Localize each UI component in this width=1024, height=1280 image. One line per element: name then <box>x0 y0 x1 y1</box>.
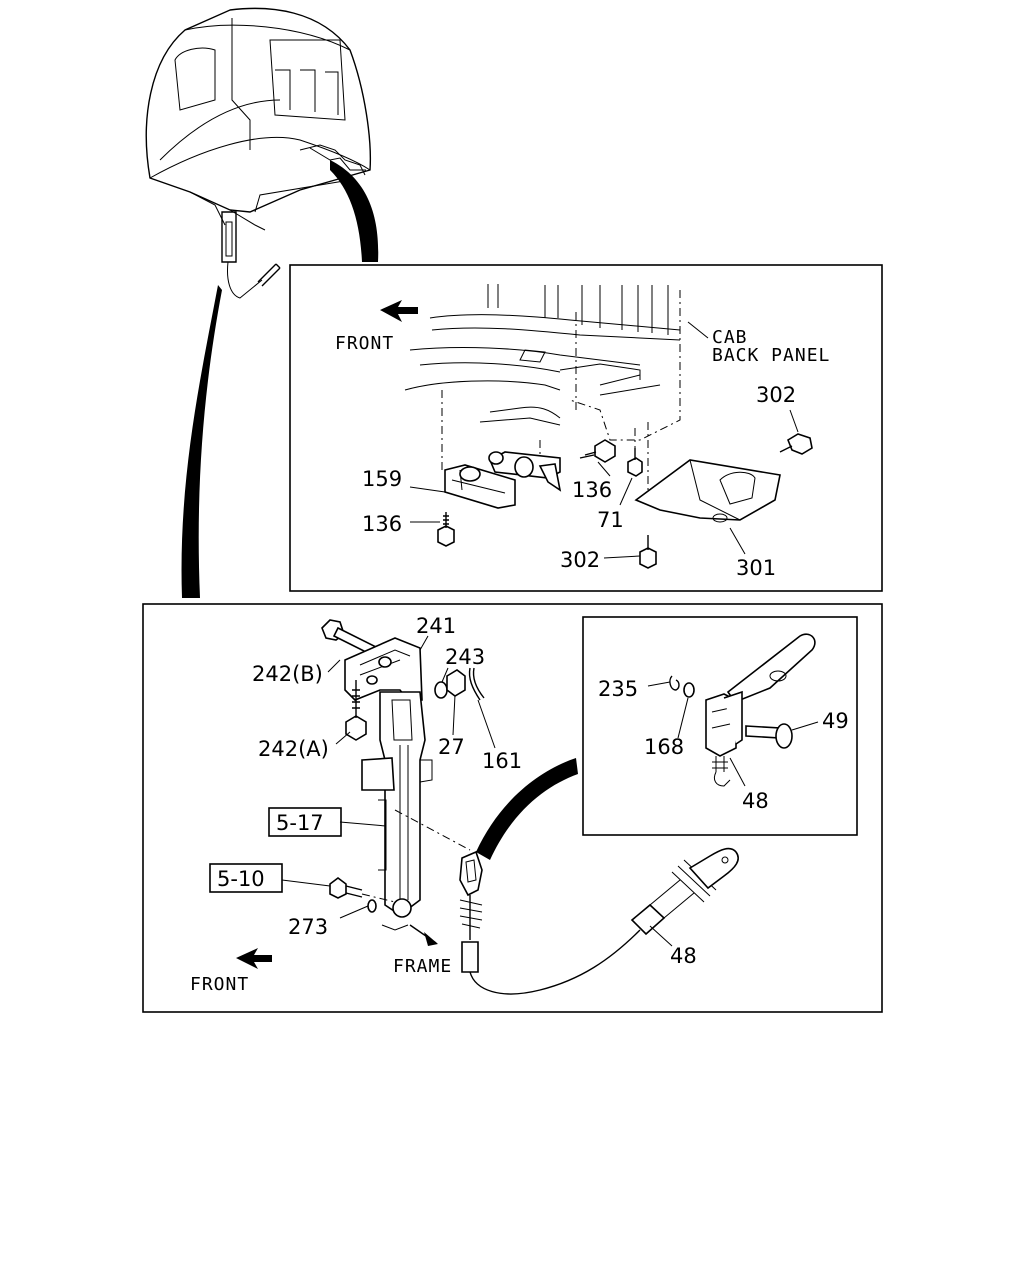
front-label-top: FRONT <box>335 333 394 354</box>
front-arrow-icon <box>380 300 418 322</box>
callout-242a: 242(A) <box>258 737 329 761</box>
swoosh-cab-to-inset <box>330 160 379 262</box>
cab-label-line2: BACK PANEL <box>712 345 830 366</box>
callout-241: 241 <box>416 614 456 638</box>
detail-inset: 235 49 168 48 <box>582 616 858 836</box>
ref-box-5-17: 5-17 <box>276 811 324 835</box>
callout-243: 243 <box>445 645 485 669</box>
callout-273: 273 <box>288 915 328 939</box>
callout-27: 27 <box>438 735 465 759</box>
callout-168: 168 <box>644 735 684 759</box>
main-view: 241 242(B) 243 242(A) 27 161 273 48 5-17… <box>142 603 883 1013</box>
ref-box-5-10: 5-10 <box>217 867 265 891</box>
swoosh-cable-to-detail <box>476 758 578 860</box>
cab-label-line1: CAB <box>712 327 748 348</box>
callout-161: 161 <box>482 749 522 773</box>
callout-235: 235 <box>598 677 638 701</box>
top-inset: FRONT CAB BACK PANEL 159 136 136 71 302 … <box>289 264 883 592</box>
callout-49: 49 <box>822 709 849 733</box>
frame-label: FRAME <box>393 956 452 977</box>
cab-overview <box>145 7 372 299</box>
callout-136-upper: 136 <box>572 478 612 502</box>
callout-71: 71 <box>597 508 624 532</box>
swoosh-latch-to-main <box>181 285 222 598</box>
front-label-main: FRONT <box>190 974 249 995</box>
callout-242b: 242(B) <box>252 662 323 686</box>
callout-48-main: 48 <box>670 944 697 968</box>
front-arrow-main-icon <box>236 948 272 969</box>
callout-159: 159 <box>362 467 402 491</box>
callout-301: 301 <box>736 556 776 580</box>
callout-136-lower: 136 <box>362 512 402 536</box>
callout-48-detail: 48 <box>742 789 769 813</box>
callout-302-lower: 302 <box>560 548 600 572</box>
callout-302-upper: 302 <box>756 383 796 407</box>
